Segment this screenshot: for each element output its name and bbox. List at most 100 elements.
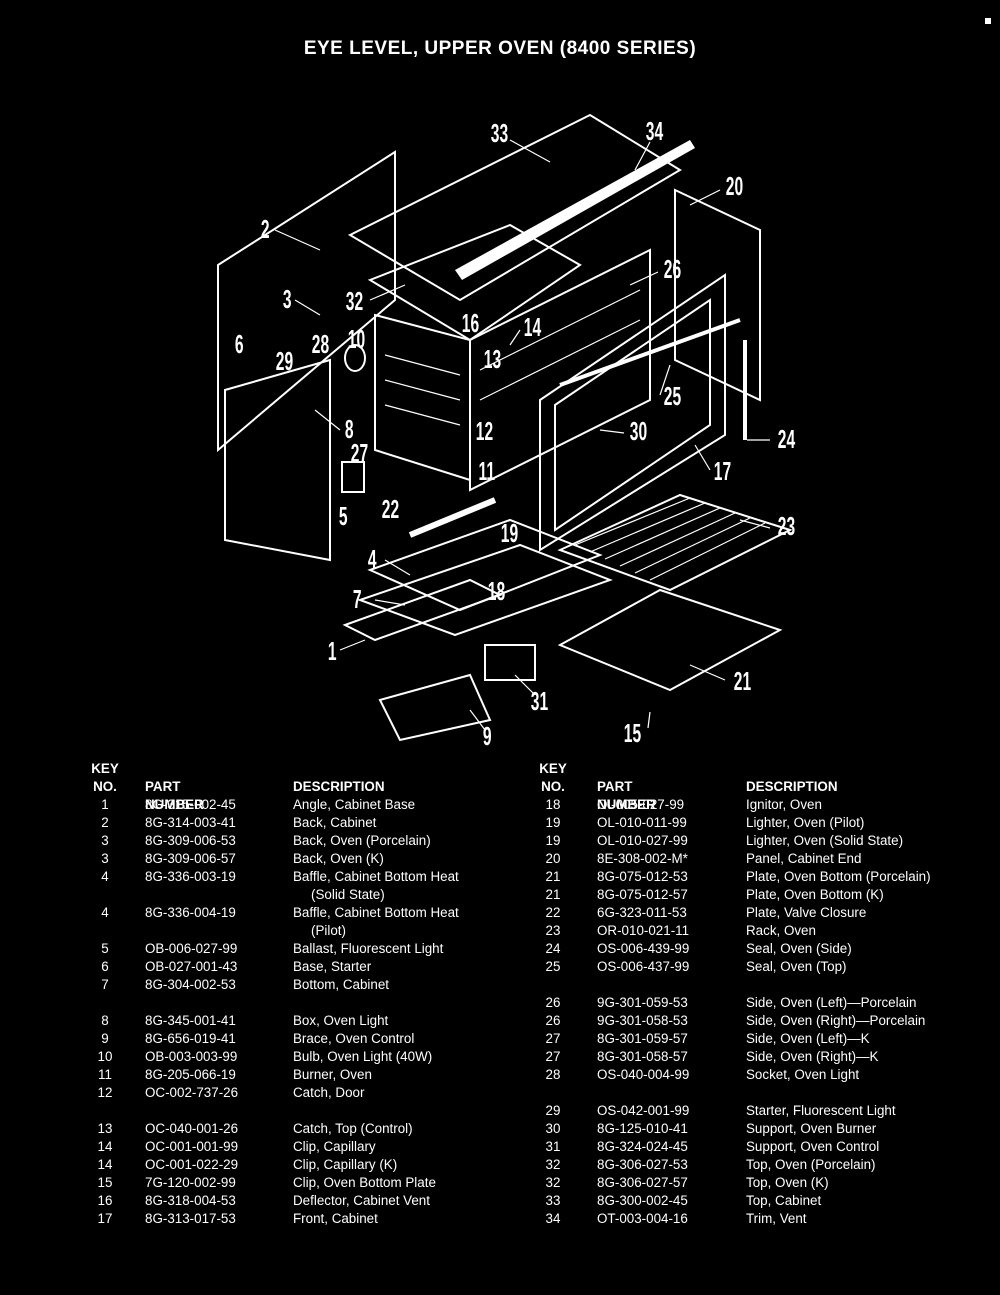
corner-mark [985,18,991,24]
part-number: 8G-205-066-19 [145,1067,236,1082]
part-number: 8G-336-004-19 [145,905,236,920]
ballast [341,461,365,493]
key-number: 28 [545,1067,561,1082]
part-number: OB-003-003-99 [145,1049,238,1064]
header-part-number: PART NUMBER [597,779,656,812]
callout-2: 2 [261,215,270,244]
description: Bulb, Oven Light (40W) [293,1049,433,1064]
key-number: 6 [101,959,109,974]
key-number: 4 [101,869,109,884]
part-number: OC-040-001-26 [145,1121,239,1136]
key-number: 22 [545,905,561,920]
callout-labels: 33 34 20 2 26 3 32 16 14 6 28 10 29 13 2… [235,117,795,751]
description-continued: (Solid State) [311,887,385,902]
description: Seal, Oven (Top) [746,959,847,974]
description: Front, Cabinet [293,1211,378,1226]
description: Burner, Oven [293,1067,372,1082]
header-key: KEY [91,761,119,776]
cabinet-top [347,113,682,302]
callout-11: 11 [479,457,496,486]
part-number: OS-040-004-99 [597,1067,690,1082]
control-baffle [367,518,603,612]
part-number: OB-027-001-43 [145,959,238,974]
key-number: 32 [545,1175,561,1190]
key-number: 2 [101,815,109,830]
description: Side, Oven (Left)—Porcelain [746,995,917,1010]
description: Trim, Vent [746,1211,807,1226]
part-number: OB-006-027-99 [145,941,238,956]
description: Clip, Capillary (K) [293,1157,398,1172]
description: Top, Oven (K) [746,1175,829,1190]
description: Bottom, Cabinet [293,977,390,992]
callout-34: 34 [646,117,663,146]
callout-28: 28 [312,330,329,359]
callout-17: 17 [714,457,731,486]
part-number: 8G-300-002-45 [597,1193,688,1208]
key-number: 32 [545,1157,561,1172]
description: Plate, Valve Closure [746,905,867,920]
key-number: 19 [545,833,561,848]
part-number: 8G-309-006-53 [145,833,236,848]
key-number: 27 [545,1031,561,1046]
oven-control-support [484,644,536,681]
key-number: 27 [545,1049,561,1064]
part-number: OC-001-022-29 [145,1157,239,1172]
oven-light-bulb [344,344,366,372]
description-continued: (Pilot) [311,923,346,938]
description: Clip, Capillary [293,1139,376,1154]
callout-29: 29 [276,347,293,376]
part-number: 6G-323-011-53 [597,905,687,920]
description: Clip, Oven Bottom Plate [293,1175,436,1190]
callout-33: 33 [491,119,508,148]
description: Rack, Oven [746,923,816,938]
vent-trim [455,140,695,280]
key-number: 31 [545,1139,561,1154]
description: Baffle, Cabinet Bottom Heat [293,869,459,884]
callout-31: 31 [531,687,548,716]
part-number: 8G-313-017-53 [145,1211,236,1226]
part-number: 8G-075-012-57 [597,887,688,902]
callout-4: 4 [368,545,377,574]
control-housing [224,358,331,562]
callout-20: 20 [726,172,743,201]
description: Ballast, Fluorescent Light [293,941,444,956]
key-number: 17 [97,1211,113,1226]
key-number: 5 [101,941,109,956]
callout-15: 15 [624,719,641,748]
key-number: 1 [101,797,109,812]
oven-rack [557,493,793,592]
oven-burner [408,497,497,538]
header-no: NO. [93,779,117,794]
key-number: 26 [545,1013,561,1028]
description: Starter, Fluorescent Light [746,1103,896,1118]
description: Panel, Cabinet End [746,851,862,866]
header-description: DESCRIPTION [293,779,385,794]
part-number: 8G-301-059-57 [597,1031,688,1046]
description: Ignitor, Oven [746,797,822,812]
part-number: 8G-656-019-41 [145,1031,236,1046]
header-part-number: PART NUMBER [145,779,204,812]
description: Support, Oven Burner [746,1121,877,1136]
description: Base, Starter [293,959,372,974]
exploded-parts-diagram: 33 34 20 2 26 3 32 16 14 6 28 10 29 13 2… [217,113,795,751]
part-number: 8G-324-024-45 [597,1139,688,1154]
description: Side, Oven (Left)—K [746,1031,870,1046]
callout-8: 8 [345,415,354,444]
callout-23: 23 [778,512,795,541]
description: Box, Oven Light [293,1013,389,1028]
key-number: 14 [97,1157,113,1172]
leader-lines [274,139,771,731]
callout-12: 12 [476,417,493,446]
part-number: OR-010-021-11 [597,923,690,938]
callout-13: 13 [484,345,501,374]
part-number: 8G-318-004-53 [145,1193,236,1208]
part-number: OS-006-437-99 [597,959,690,974]
description: Deflector, Cabinet Vent [293,1193,430,1208]
header-no: NO. [541,779,565,794]
description: Back, Oven (Porcelain) [293,833,431,848]
part-number: 8G-306-027-57 [597,1175,688,1190]
key-number: 4 [101,905,109,920]
key-number: 7 [101,977,109,992]
callout-1: 1 [328,637,337,666]
description: Socket, Oven Light [746,1067,860,1082]
